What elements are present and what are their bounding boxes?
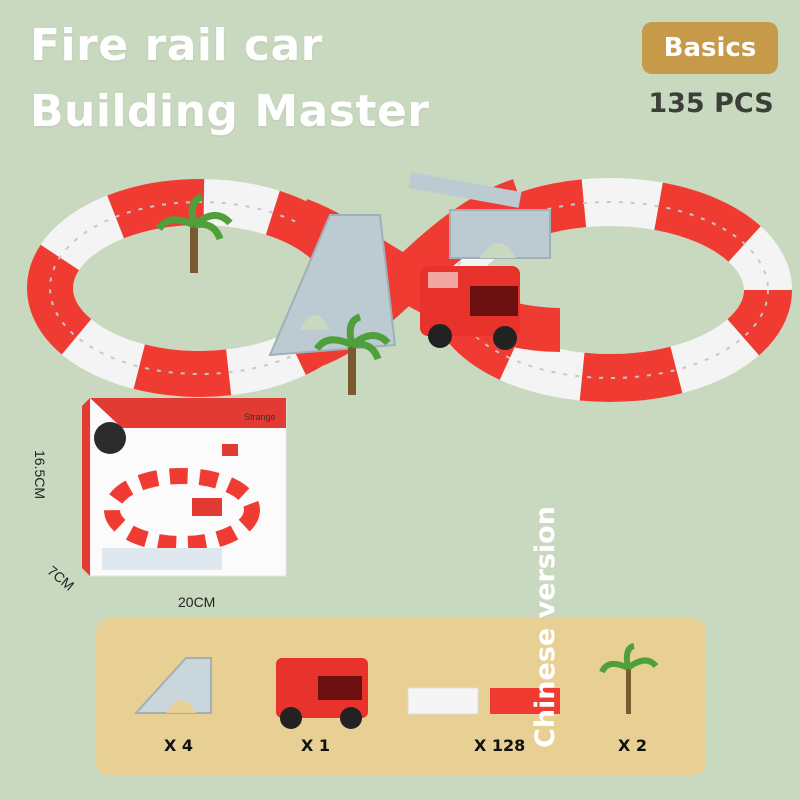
- parts-panel: X 4 X 1 X 128 X 2: [96, 618, 706, 776]
- palm-tree-1: [156, 193, 233, 273]
- bridge-right: [408, 172, 551, 259]
- tree-quantity: X 2: [618, 736, 648, 755]
- track-quantity: X 128: [474, 736, 526, 755]
- parts-icons: [133, 643, 659, 729]
- box-corner-text: Strange: [244, 412, 276, 422]
- truck-quantity: X 1: [301, 736, 331, 755]
- box-height-label: 16.5CM: [32, 450, 48, 500]
- bridge-quantity: X 4: [164, 736, 194, 755]
- product-box: Strange: [82, 398, 287, 577]
- box-depth-label: 7CM: [44, 562, 78, 594]
- track-scene: [27, 172, 792, 402]
- box-width-label: 20CM: [178, 594, 216, 610]
- fire-truck: [420, 266, 520, 350]
- title-line-1: Fire rail car: [30, 20, 323, 71]
- chinese-version-label: Chinese version: [530, 506, 561, 748]
- palm-tree-2: [314, 313, 391, 395]
- palm-tree-part-icon: [599, 643, 659, 714]
- piece-count: 135 PCS: [648, 88, 774, 119]
- title-line-2: Building Master: [30, 86, 430, 137]
- track-part-icon: [407, 687, 560, 715]
- bridge-part-icon: [133, 657, 212, 714]
- basics-badge: Basics: [642, 22, 778, 74]
- fire-truck-part-icon: [276, 658, 368, 729]
